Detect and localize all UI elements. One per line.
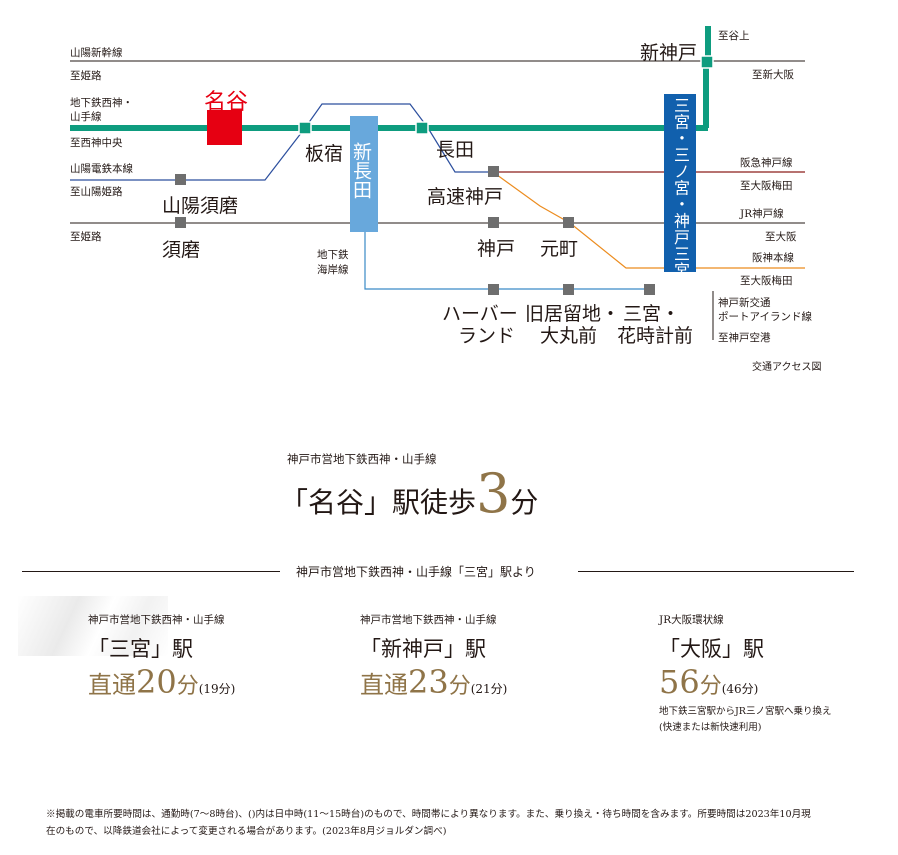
label-subway-line-1: 地下鉄西神・ — [70, 97, 133, 109]
label-port-2: ポートアイランド線 — [718, 311, 812, 323]
label-hanshin: 阪神本線 — [752, 252, 794, 264]
access-map — [70, 26, 805, 340]
label-to-airport: 至神戸空港 — [718, 332, 771, 344]
sanyo-dentetsu-line — [70, 103, 493, 181]
headline-minutes: 3 — [476, 462, 511, 525]
station-kosoku-kobe: 高速神戸 — [427, 186, 504, 208]
station-harbor-1: ハーバー — [442, 303, 518, 325]
dest-time: 直通20分(19分) — [88, 663, 235, 701]
dest-minutes: 23 — [408, 663, 449, 701]
destination-sannomiya: 神戸市営地下鉄西神・山手線 「三宮」駅 直通20分(19分) — [88, 612, 235, 701]
station-sannomiya-hana-2: 花時計前 — [617, 325, 694, 347]
dest-alt: (21分) — [470, 682, 508, 696]
motomachi-marker — [563, 217, 574, 228]
dest-station: 「新神戸」駅 — [360, 637, 486, 661]
dest-note-2: (快速または新快速利用) — [659, 722, 762, 733]
label-to-shin-osaka: 至新大阪 — [752, 69, 794, 81]
label-to-umeda-1: 至大阪梅田 — [740, 180, 793, 192]
label-to-umeda-2: 至大阪梅田 — [740, 275, 793, 287]
headline-station: 名谷 — [308, 486, 365, 519]
label-sanyo-shinkansen: 山陽新幹線 — [70, 47, 123, 59]
station-shin-kobe: 新神戸 — [640, 42, 698, 64]
headline-open-bracket: 「 — [280, 486, 309, 519]
dest-station: 「三宮」駅 — [88, 637, 193, 661]
kobe-marker — [488, 217, 499, 228]
label-to-himeji-1: 至姫路 — [70, 70, 102, 82]
dest-alt: (46分) — [721, 682, 759, 696]
label-to-osaka: 至大阪 — [765, 231, 797, 243]
label-jr: JR神戸線 — [740, 208, 784, 220]
station-nagata: 長田 — [436, 139, 475, 161]
label-to-seishin: 至西神中央 — [70, 137, 123, 149]
label-to-sanyo-himeji: 至山陽姫路 — [70, 186, 123, 198]
label-to-tanigami: 至谷上 — [718, 30, 750, 42]
headline: 「名谷」駅徒歩3分 — [280, 467, 538, 525]
label-port-1: 神戸新交通 — [718, 297, 771, 309]
shin-nagata-box — [350, 116, 378, 232]
headline-walk: 駅徒歩 — [392, 486, 477, 519]
label-kaigan-1: 地下鉄 — [317, 249, 349, 261]
station-motomachi: 元町 — [540, 238, 579, 260]
dest-minutes: 20 — [136, 663, 177, 701]
station-suma: 須磨 — [162, 239, 201, 261]
station-kyukyoryuchi-2: 大丸前 — [540, 325, 598, 347]
sanyo-suma-marker — [175, 174, 186, 185]
nagata-marker — [415, 121, 429, 135]
label-subway-line-2: 山手線 — [70, 111, 102, 123]
label-kaigan-2: 海岸線 — [317, 264, 349, 276]
sannomiya-box — [664, 94, 696, 272]
station-kobe: 神戸 — [477, 238, 516, 260]
itayado-marker — [298, 121, 312, 135]
headline-unit: 分 — [510, 486, 539, 519]
station-sannomiya-hana-1: 三宮・ — [623, 303, 681, 325]
label-sanyo-dentetsu: 山陽電鉄本線 — [70, 163, 133, 175]
headline-line-name: 神戸市営地下鉄西神・山手線 — [287, 452, 437, 466]
station-nagata-highlight: 名谷 — [204, 90, 249, 115]
dest-time: 56分(46分) — [659, 663, 831, 701]
dest-line: 神戸市営地下鉄西神・山手線 — [88, 614, 225, 626]
dest-prefix: 直通 — [360, 671, 408, 699]
destination-osaka: JR大阪環状線 「大阪」駅 56分(46分) 地下鉄三宮駅からJR三ノ宮駅へ乗り… — [659, 612, 831, 733]
harborland-marker — [488, 284, 499, 295]
station-sanyo-suma: 山陽須磨 — [162, 195, 239, 217]
divider-label: 神戸市営地下鉄西神・山手線「三宮」駅より — [296, 565, 536, 579]
footnote-line-2: 在のもので、以降鉄道会社によって変更される場合があります。(2023年8月ジョル… — [46, 826, 447, 837]
dest-line: JR大阪環状線 — [659, 614, 724, 626]
dest-note-1: 地下鉄三宮駅からJR三ノ宮駅へ乗り換え — [659, 706, 832, 717]
dest-unit: 分 — [448, 674, 471, 699]
dest-time: 直通23分(21分) — [360, 663, 507, 701]
shin-kobe-marker — [700, 55, 714, 69]
station-kyukyoryuchi-1: 旧居留地・ — [525, 303, 621, 325]
suma-marker — [175, 217, 186, 228]
map-caption: 交通アクセス図 — [752, 362, 822, 373]
kyukyoryuchi-marker — [563, 284, 574, 295]
nagata-highlight-box — [207, 110, 242, 145]
footnote-line-1: ※掲載の電車所要時間は、通勤時(7～8時台)、()内は日中時(11～15時台)の… — [46, 809, 811, 820]
dest-line: 神戸市営地下鉄西神・山手線 — [360, 614, 497, 626]
divider-line-left — [22, 571, 280, 572]
label-hankyu: 阪急神戸線 — [740, 157, 793, 169]
dest-alt: (19分) — [198, 682, 236, 696]
station-itayado: 板宿 — [305, 143, 344, 165]
dest-minutes: 56 — [659, 663, 700, 701]
kaigan-line — [364, 232, 650, 290]
headline-close-bracket: 」 — [364, 486, 393, 519]
kosoku-kobe-marker — [488, 166, 499, 177]
station-shin-nagata: 新長田 — [350, 142, 372, 199]
divider-line-right — [578, 571, 854, 572]
dest-unit: 分 — [176, 674, 199, 699]
dest-unit: 分 — [699, 674, 722, 699]
station-harbor-2: ランド — [458, 325, 516, 347]
dest-prefix: 直通 — [88, 671, 136, 699]
sannomiya-hanadokei-marker — [644, 284, 655, 295]
label-to-himeji-2: 至姫路 — [70, 231, 102, 243]
destination-shin-kobe: 神戸市営地下鉄西神・山手線 「新神戸」駅 直通23分(21分) — [360, 612, 507, 701]
station-sannomiya-vertical: 三宮・三ノ宮・神戸三宮 — [671, 97, 690, 279]
decorative-sheen — [18, 596, 168, 656]
dest-station: 「大阪」駅 — [659, 637, 764, 661]
